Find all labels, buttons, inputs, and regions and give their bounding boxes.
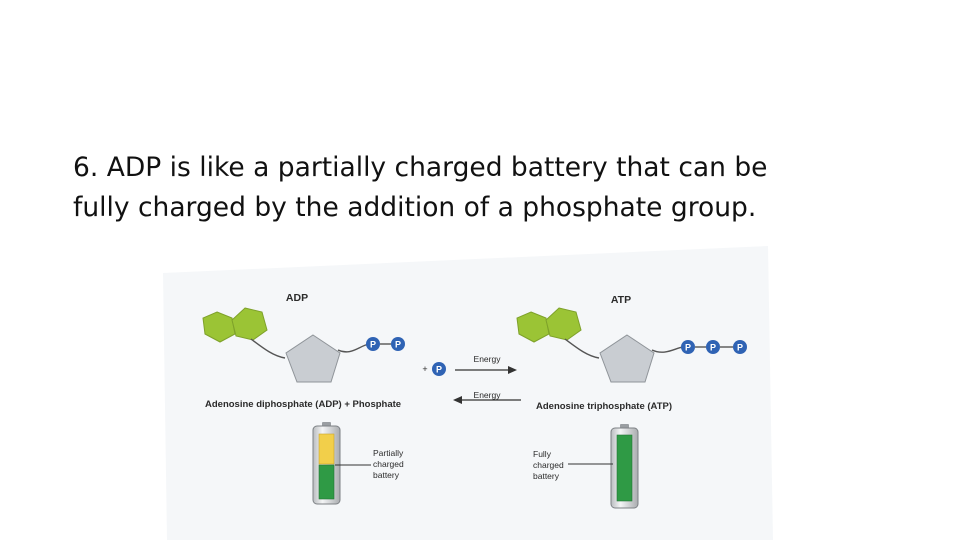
svg-text:Fully: Fully [533,449,552,459]
partial-battery-yellow-level [318,433,335,465]
adp-title: ADP [286,292,308,304]
atp-name-label: Adenosine triphosphate (ATP) [536,401,672,412]
atp-phosphate-3: P [733,340,747,354]
svg-text:P: P [685,343,691,353]
svg-text:battery: battery [533,471,560,481]
adp-equation-label: Adenosine diphosphate (ADP) + Phosphate [205,399,401,410]
svg-text:P: P [395,340,401,350]
svg-text:battery: battery [373,470,400,480]
svg-text:P: P [737,343,743,353]
partial-battery [312,422,341,505]
atp-phosphate-1: P [681,340,695,354]
atp-title: ATP [611,294,631,306]
adp-atp-diagram: ADP P P + P Energy Energy Adenosine diph… [163,246,773,540]
plus-sign: + [422,364,427,374]
svg-text:charged: charged [373,459,404,469]
adp-phosphate-2: P [391,337,405,351]
svg-text:P: P [710,343,716,353]
svg-text:P: P [436,365,442,375]
svg-text:P: P [370,340,376,350]
full-battery [610,424,639,509]
slide-text-line-1: 6. ADP is like a partially charged batte… [73,152,768,183]
energy-in-label: Energy [474,354,502,364]
svg-text:Partially: Partially [373,448,404,458]
svg-text:charged: charged [533,460,564,470]
full-battery-label: Fully charged battery [533,449,564,481]
adp-adenine [202,307,268,343]
energy-out-arrow [453,396,521,404]
atp-ribose [599,334,655,383]
energy-out-label: Energy [474,390,502,400]
adp-phosphate-1: P [366,337,380,351]
slide-body-text: 6. ADP is like a partially charged batte… [73,148,933,228]
slide-text-line-2: fully charged by the addition of a phosp… [73,192,757,223]
partial-battery-label: Partially charged battery [373,448,404,480]
energy-in-arrow [455,366,517,374]
partial-battery-green-level [318,464,335,500]
atp-phosphate-2: P [706,340,720,354]
figure-background [163,246,773,540]
adp-ribose [285,334,341,383]
full-battery-green-level [616,434,633,502]
free-phosphate: P [432,362,446,376]
